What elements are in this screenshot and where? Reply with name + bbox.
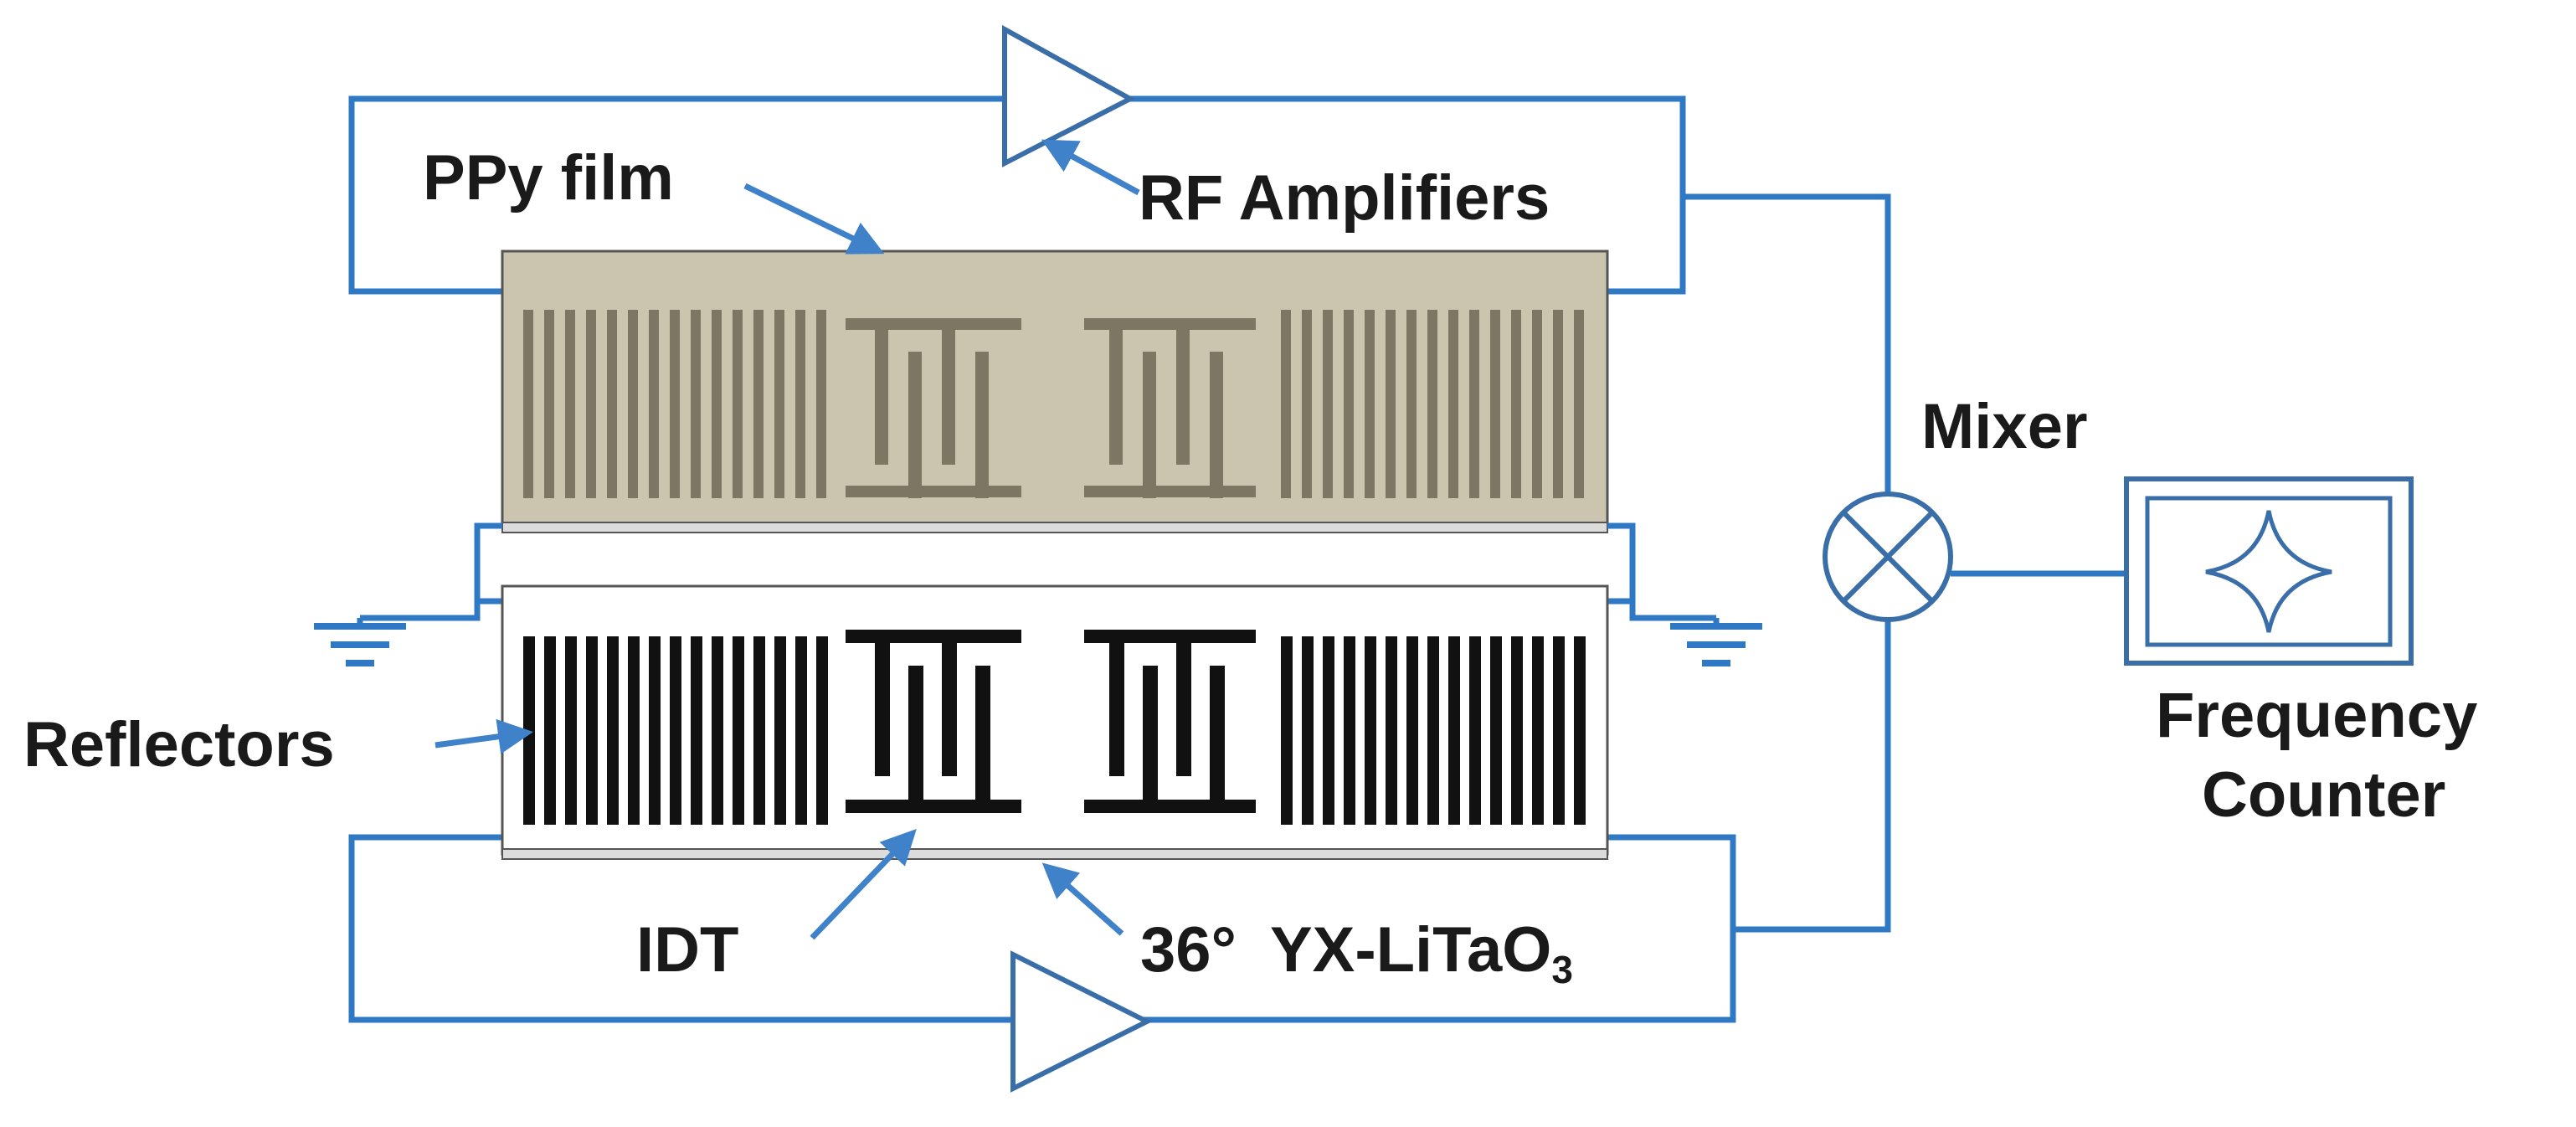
frequency-counter-icon [1951, 476, 2414, 666]
idt-label: IDT [636, 914, 738, 985]
substrate-pointer-arrow [1041, 862, 1124, 936]
ppy-left-reflector [523, 310, 826, 498]
frequency-label: Frequency [2156, 680, 2477, 751]
ground-link-wires [474, 598, 1636, 618]
reflectors-label: Reflectors [23, 709, 335, 780]
mixer-label: Mixer [1921, 391, 2088, 462]
ppy-film-pointer-arrow [743, 183, 885, 255]
ppy-left-idt [846, 318, 1021, 498]
bare-left-idt [846, 630, 1021, 813]
ground-left [314, 522, 502, 666]
bare-left-reflector [523, 636, 828, 825]
rf-amplifier-pointer-arrow [1041, 139, 1140, 196]
substrate-label: 36°YX-LiTaO3 [1140, 914, 1573, 991]
rf-amplifiers-label: RF Amplifiers [1139, 162, 1550, 234]
rf-amplifier-bottom [1010, 950, 1153, 1093]
reflectors-pointer-arrow [434, 718, 533, 754]
ppy-right-reflector [1281, 310, 1584, 498]
mixer-icon [1683, 193, 1953, 933]
counter-label: Counter [2202, 759, 2445, 831]
ground-right [1607, 522, 1762, 666]
rf-amplifier-top [1002, 24, 1136, 167]
reference-device [501, 584, 1609, 860]
bare-right-idt [1084, 630, 1256, 813]
ppy-film-label: PPy film [423, 142, 674, 214]
bare-right-reflector [1281, 636, 1586, 825]
ppy-film-substrate [501, 250, 1609, 529]
sparkle-icon [2205, 510, 2332, 633]
litao3-substrate [501, 584, 1609, 856]
ppy-film-device [501, 250, 1609, 533]
ppy-right-idt [1084, 318, 1256, 498]
idt-pointer-arrow [810, 828, 917, 940]
